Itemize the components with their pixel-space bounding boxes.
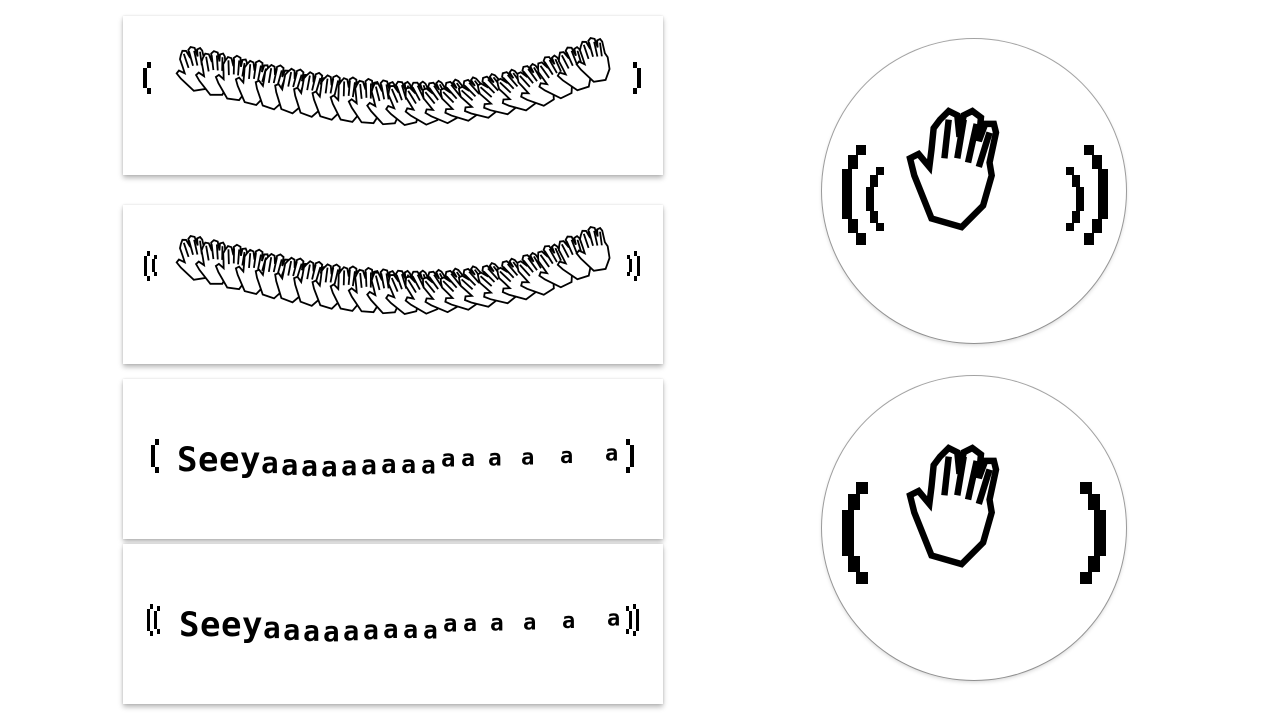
wave-letter: a — [341, 451, 357, 482]
waving-hand-sticker-single — [822, 376, 1126, 680]
wave-letter: a — [363, 615, 379, 646]
hands-trail-art — [143, 37, 641, 127]
double-close-bracket-icon — [627, 251, 640, 281]
wave-letter: a — [490, 610, 504, 636]
wave-letter: a — [521, 444, 534, 470]
double-close-bracket-icon — [1066, 145, 1108, 245]
wave-letter: a — [283, 613, 300, 647]
wave-letter: a — [523, 609, 536, 635]
wave-letter: S — [179, 605, 199, 645]
open-bracket-icon — [143, 62, 151, 94]
hand-trail-icon — [537, 243, 574, 289]
wave-letter: a — [441, 445, 455, 473]
waving-hand-icon — [906, 107, 1000, 231]
wave-letter: a — [403, 615, 418, 644]
hand-trail-icon — [575, 37, 611, 83]
wave-letter: a — [560, 444, 573, 469]
wave-letter: e — [198, 440, 218, 480]
double-open-bracket-icon — [842, 145, 884, 245]
hand-trail-icon — [516, 62, 555, 107]
wave-letter: a — [461, 444, 475, 472]
wave-letter: a — [361, 450, 377, 481]
open-bracket-icon — [151, 439, 159, 473]
wave-letter: S — [177, 440, 197, 480]
wave-letter: a — [261, 446, 279, 480]
hands-wave-banner-double — [123, 205, 663, 364]
hands-trail-art — [144, 226, 640, 316]
wave-letter: y — [242, 605, 262, 645]
close-bracket-icon — [633, 62, 641, 94]
wave-letter: a — [281, 448, 298, 482]
wave-letter: a — [443, 610, 457, 638]
double-close-bracket-icon — [626, 604, 639, 636]
wave-letter: a — [383, 615, 399, 645]
close-bracket-icon — [1080, 482, 1106, 584]
wave-letter: a — [488, 445, 502, 471]
wave-letter: a — [562, 609, 575, 634]
hand-trail-icons — [175, 226, 611, 316]
wave-letter: a — [463, 609, 477, 637]
wave-letter: y — [240, 440, 260, 480]
hands-wave-banner-single — [123, 16, 663, 175]
wave-letter: a — [343, 616, 359, 647]
wave-letter: a — [607, 607, 620, 632]
hand-trail-icon — [575, 226, 611, 272]
close-bracket-icon — [626, 439, 634, 473]
wave-letter: a — [381, 450, 397, 480]
wave-letter: a — [263, 611, 281, 645]
wave-letter: a — [303, 615, 320, 648]
wave-letter: e — [219, 440, 239, 480]
double-open-bracket-icon — [144, 251, 157, 281]
wave-letter: a — [421, 450, 436, 479]
wave-letter: a — [301, 450, 318, 483]
waving-hand-sticker-double — [822, 39, 1126, 343]
wave-letter: e — [221, 605, 241, 645]
wave-letter: e — [200, 605, 220, 645]
open-bracket-icon — [842, 482, 868, 584]
waving-hand-icon — [906, 444, 1000, 568]
wave-letter: a — [323, 615, 340, 648]
wave-letter: a — [423, 615, 438, 644]
wave-letter: a — [321, 450, 338, 483]
waving-hand-art — [842, 107, 1108, 245]
waving-hand-art — [842, 444, 1106, 584]
hand-trail-icons — [175, 37, 611, 127]
double-open-bracket-icon — [147, 604, 160, 636]
wave-letter: a — [605, 442, 618, 467]
wave-letter: a — [401, 450, 416, 479]
